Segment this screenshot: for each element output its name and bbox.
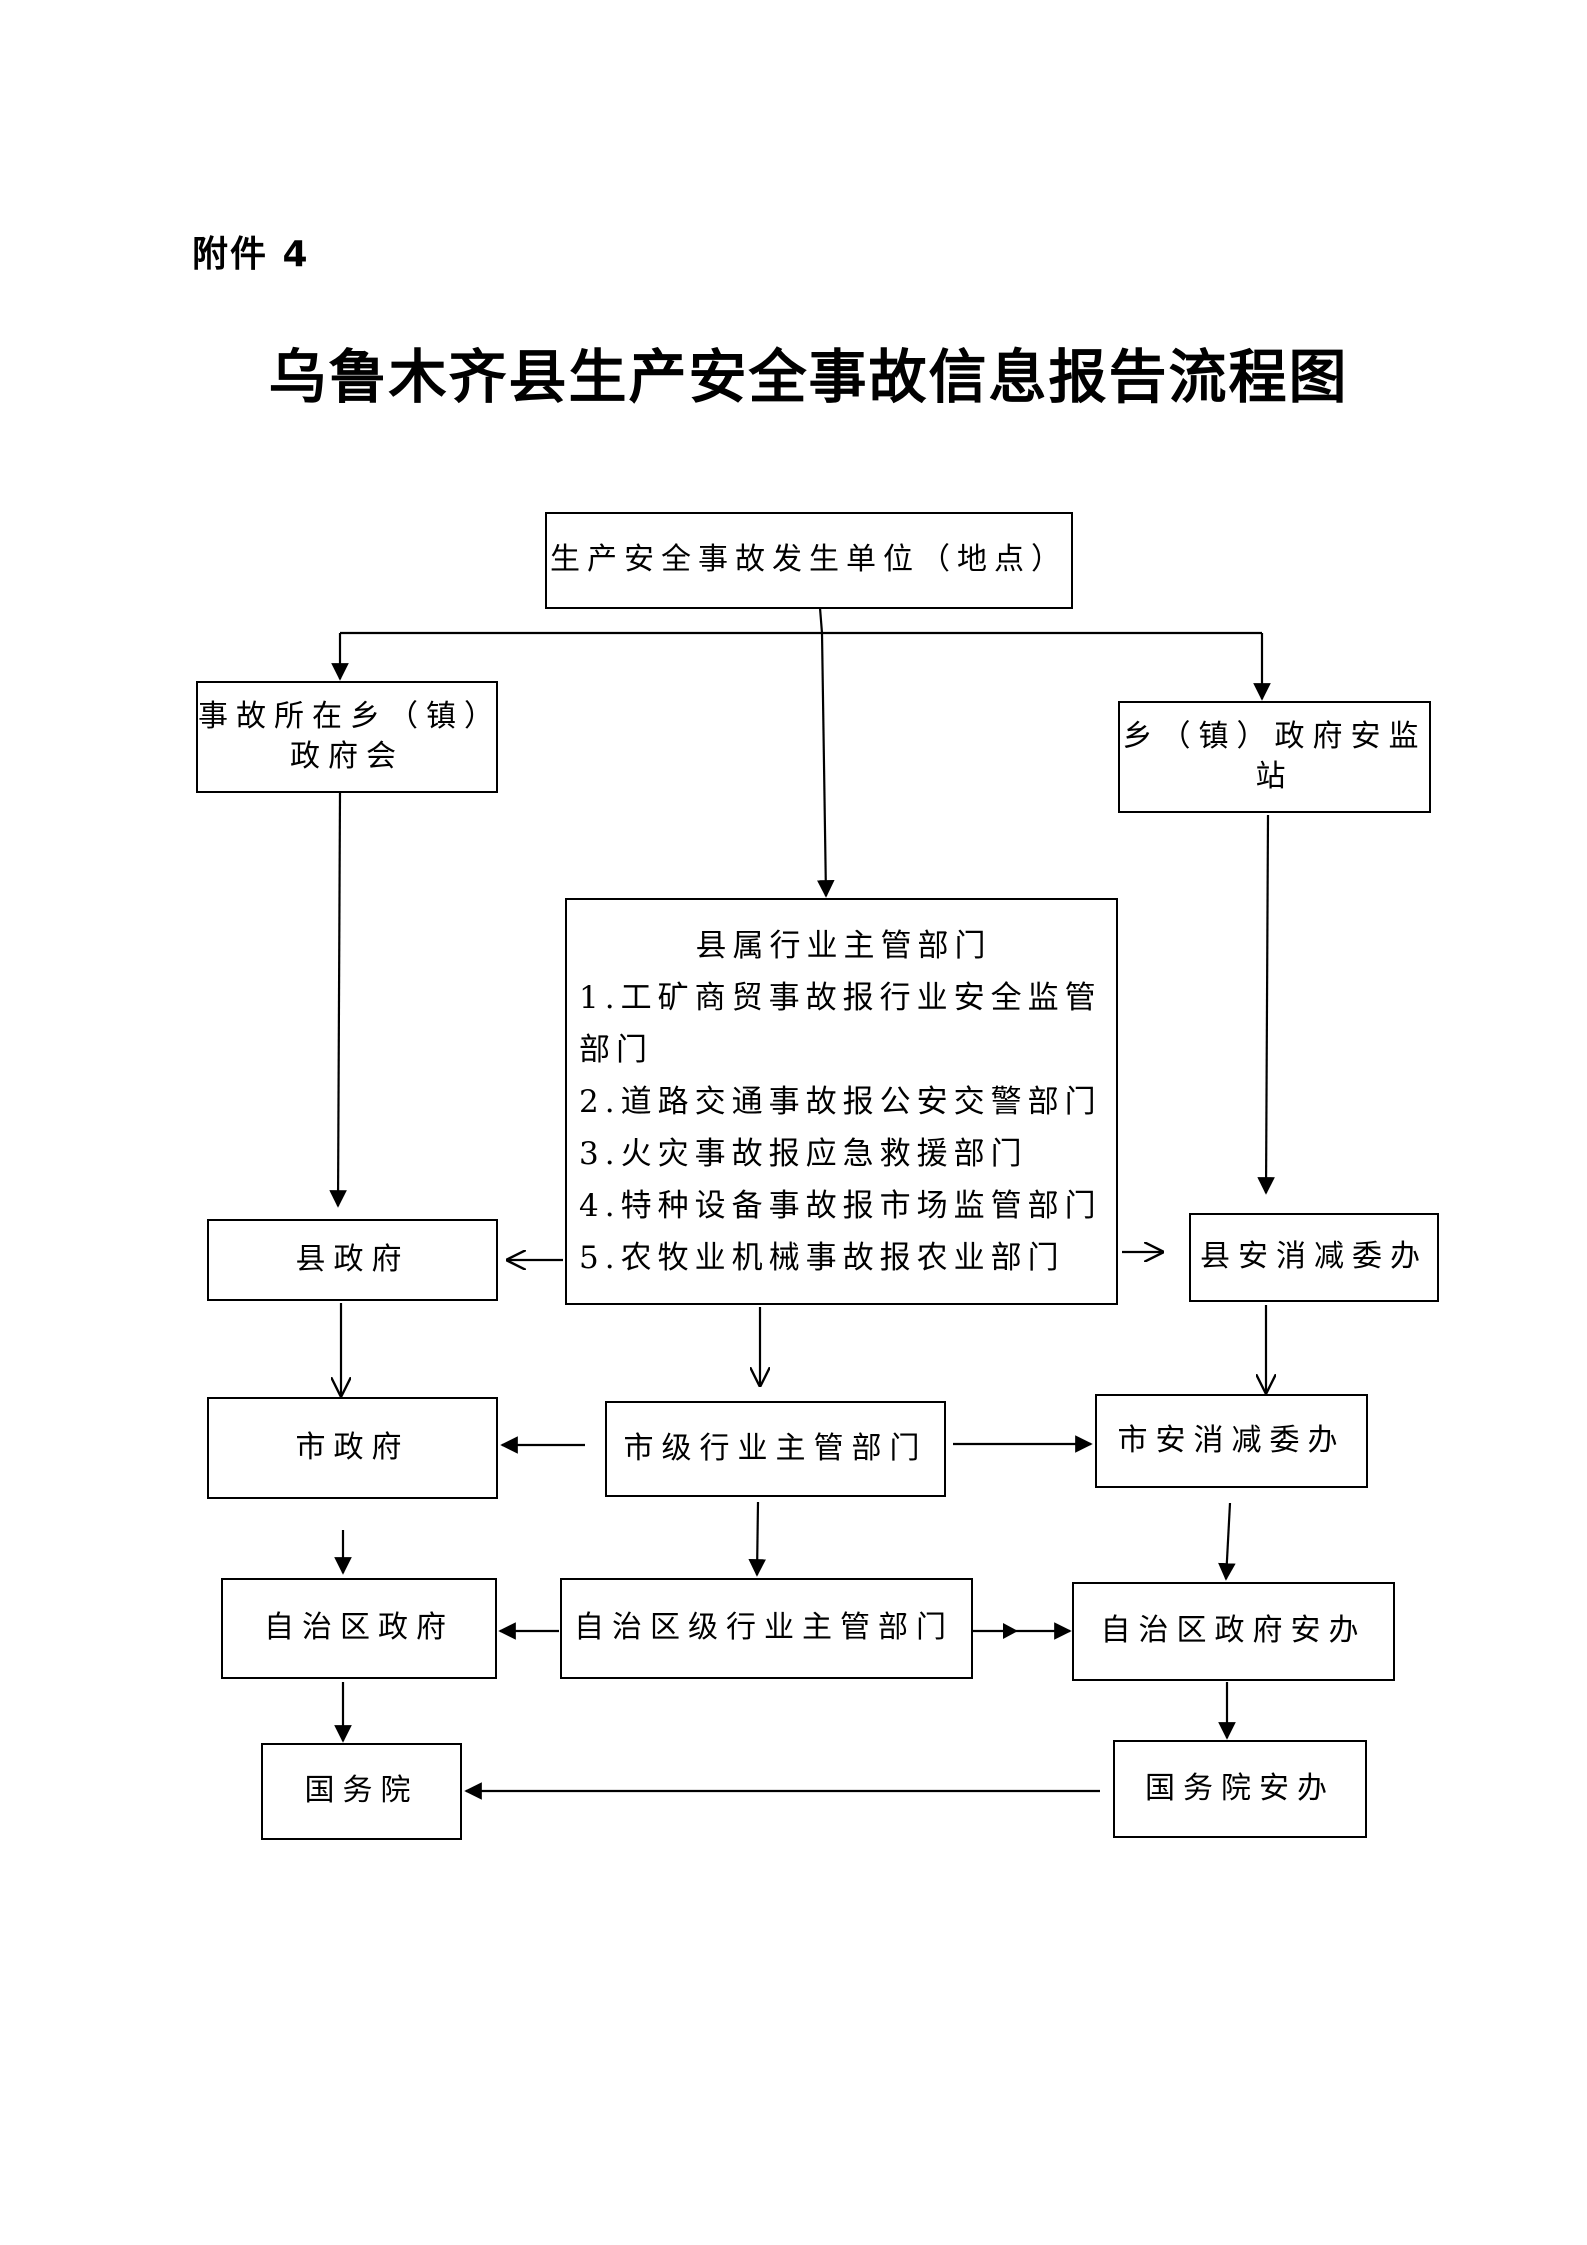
- node-origin: 生产安全事故发生单位（地点）: [545, 512, 1073, 609]
- node-city-safety-label: 市安消减委办: [1117, 1422, 1346, 1458]
- node-origin-label: 生产安全事故发生单位（地点）: [550, 542, 1068, 578]
- node-state-council-label: 国务院: [304, 1773, 419, 1809]
- node-county-safety-label: 县安消减委办: [1200, 1239, 1428, 1275]
- node-state-council: 国务院: [261, 1743, 462, 1840]
- node-county-industry-heading: 县属行业主管部门: [695, 928, 992, 964]
- node-city-gov: 市政府: [207, 1397, 498, 1499]
- edge-city-industry-region-industry: [748, 1501, 767, 1577]
- edge-township-safety-county-safety: [1257, 814, 1275, 1195]
- node-township-gov: 事故所在乡（镇） 政府会: [196, 681, 498, 793]
- node-state-council-safety-label: 国务院安办: [1145, 1770, 1335, 1806]
- node-township-safety: 乡（镇）政府安监 站: [1118, 701, 1431, 813]
- attachment-label: 附件 4: [192, 234, 310, 275]
- edge-region-industry-extra-arrowhead: [1003, 1623, 1018, 1639]
- node-state-council-safety: 国务院安办: [1113, 1740, 1367, 1838]
- node-county-gov: 县政府: [207, 1219, 498, 1301]
- node-region-industry: 自治区级行业主管部门: [560, 1578, 973, 1679]
- node-township-safety-line1: 乡（镇）政府安监: [1122, 718, 1427, 754]
- county-industry-item: 5.农牧业机械事故报农业部门: [579, 1240, 1065, 1276]
- edge-township-gov-county-gov: [329, 791, 347, 1208]
- node-region-industry-label: 自治区级行业主管部门: [574, 1610, 954, 1646]
- node-county-gov-label: 县政府: [295, 1241, 410, 1277]
- node-city-gov-label: 市政府: [295, 1429, 410, 1465]
- node-county-industry: 县属行业主管部门 1.工矿商贸事故报行业安全监管部门 2.道路交通事故报公安交警…: [565, 898, 1118, 1305]
- node-city-safety: 市安消减委办: [1095, 1394, 1368, 1488]
- edge-origin-trunk: [818, 607, 824, 634]
- node-city-industry-label: 市级行业主管部门: [623, 1430, 928, 1466]
- node-region-gov: 自治区政府: [221, 1578, 497, 1679]
- page-title: 乌鲁木齐县生产安全事故信息报告流程图: [268, 343, 1349, 411]
- node-county-safety: 县安消减委办: [1189, 1213, 1439, 1302]
- node-region-safety-label: 自治区政府安办: [1100, 1613, 1367, 1649]
- node-township-safety-line2: 站: [1255, 759, 1294, 794]
- edge-origin-county-industry: [816, 632, 835, 898]
- edge-city-safety-region-safety: [1218, 1502, 1236, 1581]
- node-region-gov-label: 自治区政府: [264, 1610, 454, 1646]
- node-city-industry: 市级行业主管部门: [605, 1401, 946, 1497]
- county-industry-item: 3.火灾事故报应急救援部门: [579, 1136, 1028, 1172]
- node-township-gov-line2: 政府会: [290, 739, 404, 774]
- county-industry-item: 2.道路交通事故报公安交警部门: [579, 1084, 1102, 1120]
- node-region-safety: 自治区政府安办: [1072, 1582, 1395, 1681]
- county-industry-item: 1.工矿商贸事故报行业安全监管部门: [579, 980, 1102, 1068]
- node-township-gov-line1: 事故所在乡（镇）: [198, 698, 502, 734]
- county-industry-item: 4.特种设备事故报市场监管部门: [579, 1188, 1102, 1224]
